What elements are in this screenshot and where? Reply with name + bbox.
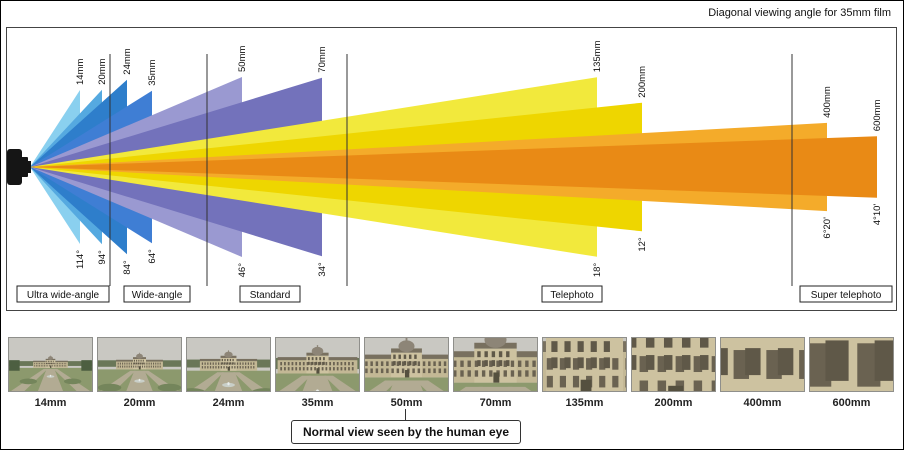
thumbnail-label: 50mm bbox=[390, 397, 423, 409]
thumbnail-label: 135mm bbox=[565, 397, 604, 409]
thumbnail-label: 35mm bbox=[301, 397, 334, 409]
viewing-angle-fan-chart: 14mm 114° 20mm 94° 24mm 84° 35mm 64° 50mm 46° 70mm… bbox=[7, 40, 893, 303]
sample-photo-24mm bbox=[186, 337, 271, 392]
category-box-5 bbox=[799, 285, 893, 303]
sample-photo-14mm bbox=[8, 337, 93, 392]
viewing-angle-diagram: 14mm 114° 20mm 94° 24mm 84° 35mm 64° 50mm 46° 70mm… bbox=[6, 27, 897, 311]
caption-connector-line bbox=[405, 409, 406, 421]
angle-label-14mm: 114° bbox=[75, 250, 86, 269]
thumbnail-400mm: 400mm bbox=[720, 337, 805, 409]
category-label-5: Super telephoto bbox=[811, 290, 882, 301]
sample-photo-400mm bbox=[720, 337, 805, 392]
category-box-4 bbox=[541, 285, 603, 303]
focal-label-400mm: 400mm bbox=[822, 86, 833, 118]
sample-photo-35mm bbox=[275, 337, 360, 392]
focal-label-70mm: 70mm bbox=[317, 46, 328, 72]
category-label-3: Standard bbox=[250, 290, 291, 301]
thumbnail-label: 24mm bbox=[212, 397, 245, 409]
angle-label-600mm: 4°10' bbox=[872, 204, 883, 226]
focal-label-600mm: 600mm bbox=[872, 99, 883, 131]
thumbnail-20mm: 20mm bbox=[97, 337, 182, 409]
category-label-4: Telephoto bbox=[550, 290, 594, 301]
sample-photo-200mm bbox=[631, 337, 716, 392]
focal-label-200mm: 200mm bbox=[637, 66, 648, 98]
focal-label-20mm: 20mm bbox=[97, 58, 108, 84]
focal-length-sample-row: 14mm 20mm 24mm 35mm 50mm 70mm 135mm 200mm 400mm 6… bbox=[8, 337, 894, 409]
thumbnail-50mm: 50mm bbox=[364, 337, 449, 409]
focal-label-35mm: 35mm bbox=[147, 59, 158, 85]
angle-label-200mm: 12° bbox=[637, 237, 648, 252]
sample-photo-50mm bbox=[364, 337, 449, 392]
sample-photo-600mm bbox=[809, 337, 894, 392]
thumbnail-label: 14mm bbox=[34, 397, 67, 409]
thumbnail-label: 70mm bbox=[479, 397, 512, 409]
focal-label-135mm: 135mm bbox=[592, 40, 603, 72]
thumbnail-label: 20mm bbox=[123, 397, 156, 409]
category-box-3 bbox=[239, 285, 301, 303]
category-box-2 bbox=[123, 285, 191, 303]
thumbnail-35mm: 35mm bbox=[275, 337, 360, 409]
diagram-title: Diagonal viewing angle for 35mm film bbox=[708, 7, 891, 19]
focal-label-50mm: 50mm bbox=[237, 46, 248, 72]
thumbnail-135mm: 135mm bbox=[542, 337, 627, 409]
angle-label-50mm: 46° bbox=[237, 263, 248, 278]
sample-photo-135mm bbox=[542, 337, 627, 392]
angle-label-20mm: 94° bbox=[97, 250, 108, 265]
angle-label-400mm: 6°20' bbox=[822, 217, 833, 239]
angle-label-70mm: 34° bbox=[317, 262, 328, 277]
category-label-2: Wide-angle bbox=[132, 290, 183, 301]
thumbnail-label: 200mm bbox=[654, 397, 693, 409]
human-eye-caption: Normal view seen by the human eye bbox=[291, 420, 521, 444]
sample-photo-20mm bbox=[97, 337, 182, 392]
category-label-1: Ultra wide-angle bbox=[27, 290, 100, 301]
thumbnail-200mm: 200mm bbox=[631, 337, 716, 409]
camera-icon bbox=[7, 149, 31, 185]
focal-label-24mm: 24mm bbox=[122, 48, 133, 74]
thumbnail-label: 600mm bbox=[832, 397, 871, 409]
thumbnail-70mm: 70mm bbox=[453, 337, 538, 409]
sample-photo-70mm bbox=[453, 337, 538, 392]
focal-label-14mm: 14mm bbox=[75, 59, 86, 85]
angle-label-24mm: 84° bbox=[122, 260, 133, 275]
thumbnail-600mm: 600mm bbox=[809, 337, 894, 409]
category-box-1 bbox=[16, 285, 110, 303]
angle-label-135mm: 18° bbox=[592, 263, 603, 278]
thumbnail-label: 400mm bbox=[743, 397, 782, 409]
fan-600mm bbox=[30, 136, 877, 198]
angle-label-35mm: 64° bbox=[147, 249, 158, 264]
thumbnail-24mm: 24mm bbox=[186, 337, 271, 409]
thumbnail-14mm: 14mm bbox=[8, 337, 93, 409]
